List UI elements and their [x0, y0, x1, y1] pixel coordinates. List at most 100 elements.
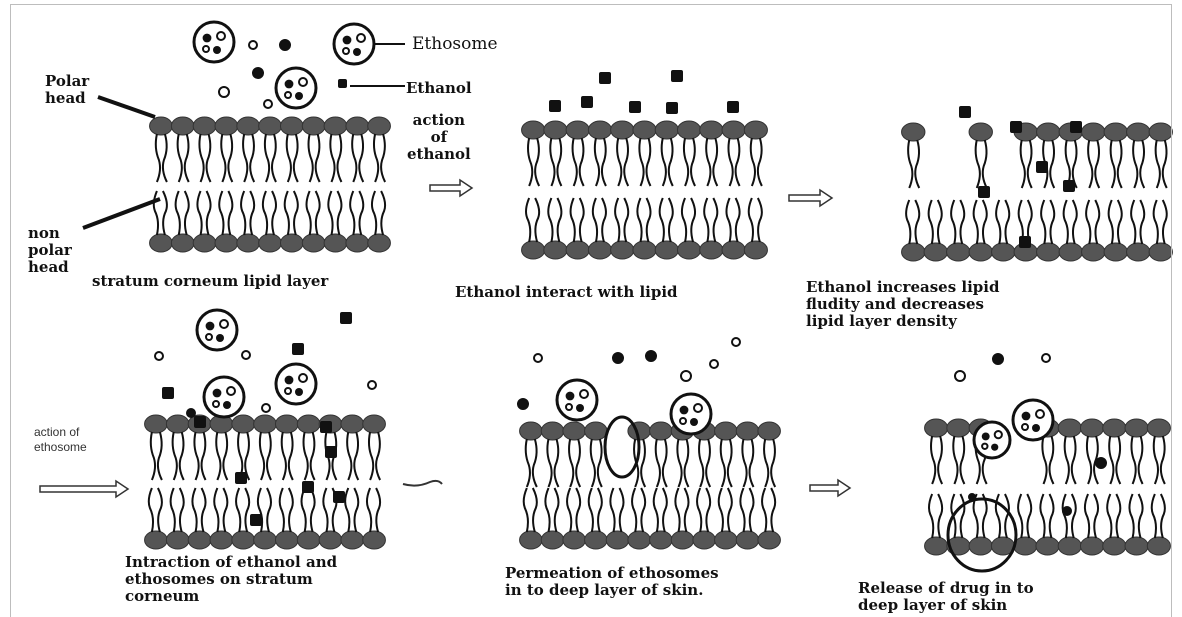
polar-head [363, 415, 386, 433]
lipid-tail [704, 198, 708, 242]
ethanol-molecule [978, 186, 990, 198]
polar-head [259, 234, 282, 252]
lipid-tail [533, 488, 537, 532]
arrow-icon [40, 481, 128, 497]
lipid-tail [185, 191, 189, 235]
lipid-tail [951, 200, 955, 244]
lipid-tail [1107, 494, 1111, 538]
lipid-tail [1072, 494, 1076, 538]
lipid-tail [682, 198, 686, 242]
lipid-tail [263, 191, 267, 235]
action-of-ethanol-label: action of ethanol [407, 112, 471, 163]
ethanol-molecule [338, 79, 347, 88]
lipid-tail [764, 439, 768, 487]
lipid-tail [214, 488, 218, 532]
ethanol-molecule [1063, 507, 1071, 515]
polar-head [171, 234, 194, 252]
polar-head [341, 415, 364, 433]
vesicle-membrane [276, 364, 316, 404]
drug-particle [991, 444, 998, 451]
polar-head [588, 121, 611, 139]
ethanol-molecule [253, 68, 263, 78]
ethanol-molecule [1096, 458, 1106, 468]
ethanol-molecule [1070, 121, 1082, 133]
polar-head [193, 234, 216, 252]
drug-particle [680, 406, 689, 415]
lipid-tail [771, 488, 775, 532]
drug-molecule [249, 41, 257, 49]
lipid-tail [156, 134, 160, 182]
action-of-ethosome-label: action of ethosome [34, 425, 87, 455]
polar-head [1082, 123, 1105, 141]
lipid-tail [228, 134, 232, 182]
ethanol-molecule [666, 102, 678, 114]
polar-head [302, 234, 325, 252]
lipid-tail [749, 198, 753, 242]
polar-head [925, 419, 948, 437]
polar-head [363, 531, 386, 549]
vesicle-membrane [197, 310, 237, 350]
lipid-tail [1154, 200, 1158, 244]
lipid-tail [309, 134, 313, 182]
lipid-tail [974, 200, 978, 244]
vesicle-membrane [194, 22, 234, 62]
vesicle-membrane [334, 24, 374, 64]
lipid-tail [1163, 200, 1167, 244]
lipid-tail [557, 138, 561, 186]
drug-particle [206, 334, 212, 340]
polar-head [254, 531, 277, 549]
lipid-tail [662, 138, 666, 186]
lipid-tail [180, 488, 184, 532]
polar-head [341, 531, 364, 549]
polar-head [1082, 243, 1105, 261]
lipid-tail [151, 432, 155, 480]
lipid-tail [742, 439, 746, 487]
lipid-tail [545, 488, 549, 532]
lipid-tail [593, 198, 597, 242]
polar-head [275, 531, 298, 549]
polar-head [1080, 537, 1103, 555]
caption-release-drug: Release of drug in to deep layer of skin [858, 580, 1034, 614]
lipid-tail [675, 488, 679, 532]
polar-head [947, 243, 970, 261]
lipid-tail [641, 488, 645, 532]
lipid-tail [202, 488, 206, 532]
drug-particle [353, 48, 361, 56]
polar-head [588, 241, 611, 259]
lipid-tail [697, 488, 701, 532]
drug-particle [982, 444, 987, 449]
arrow-icon [789, 190, 832, 206]
lipid-tail [245, 488, 249, 532]
lipid-tail [267, 488, 271, 532]
drug-molecule [155, 352, 163, 360]
polar-head [541, 531, 564, 549]
ethosome-label: Ethosome [412, 36, 498, 53]
lipid-tail [1064, 200, 1068, 244]
lipid-tail [330, 134, 334, 182]
lipid-tail [1131, 200, 1135, 244]
drug-particle [566, 404, 572, 410]
lipid-tail [337, 134, 341, 182]
lipid-tail [354, 488, 358, 532]
polar-head [1127, 243, 1150, 261]
polar-head [232, 531, 255, 549]
lipid-tail [1073, 200, 1077, 244]
lipid-tail [374, 134, 378, 182]
lipid-tail [684, 138, 688, 186]
lipid-tail [567, 488, 571, 532]
lipid-tail [547, 439, 551, 487]
drug-particle [216, 334, 224, 342]
lipid-tail [573, 138, 577, 186]
lipid-tail [369, 432, 373, 480]
lipid-tail [1050, 200, 1054, 244]
lipid-tail [1040, 494, 1044, 538]
polar-head [520, 531, 543, 549]
lipid-tail [219, 191, 223, 235]
polar-head [585, 422, 608, 440]
ethanol-label: Ethanol [406, 80, 472, 97]
drug-particle [982, 432, 990, 440]
drug-particle [206, 322, 215, 331]
polar-head [237, 234, 260, 252]
drug-molecule [681, 371, 691, 381]
